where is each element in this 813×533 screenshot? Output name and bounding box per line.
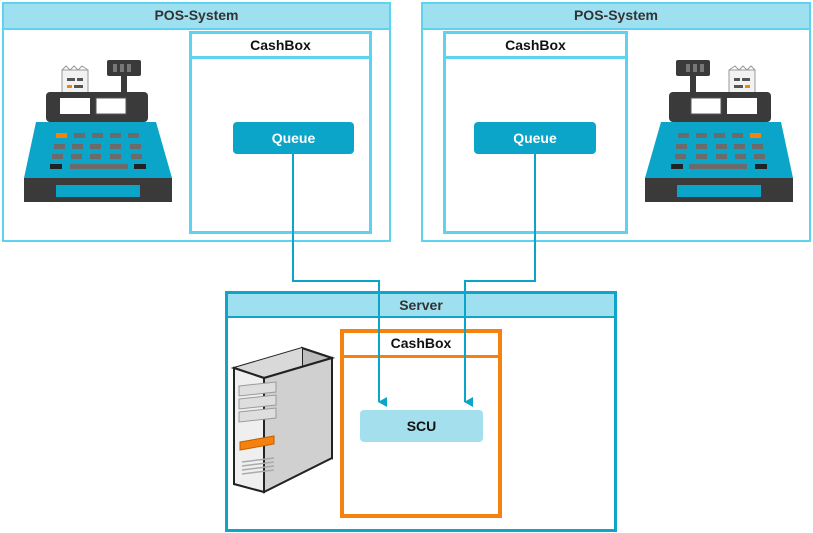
server-tower-icon [230, 346, 336, 494]
connector-right-queue-to-scu [464, 154, 536, 407]
cashbox-server-title: CashBox [344, 333, 498, 358]
server-title: Server [228, 294, 614, 318]
pos-system-right-title: POS-System [423, 4, 809, 30]
queue-right[interactable]: Queue [474, 122, 596, 154]
cashbox-right-title: CashBox [446, 34, 625, 59]
scu-box[interactable]: SCU [360, 410, 483, 442]
cashbox-left-title: CashBox [192, 34, 369, 59]
connector-left-queue-to-scu [292, 154, 387, 407]
cash-register-icon [24, 60, 172, 202]
cash-register-icon [645, 60, 793, 202]
queue-left[interactable]: Queue [233, 122, 354, 154]
pos-system-left-title: POS-System [4, 4, 389, 30]
